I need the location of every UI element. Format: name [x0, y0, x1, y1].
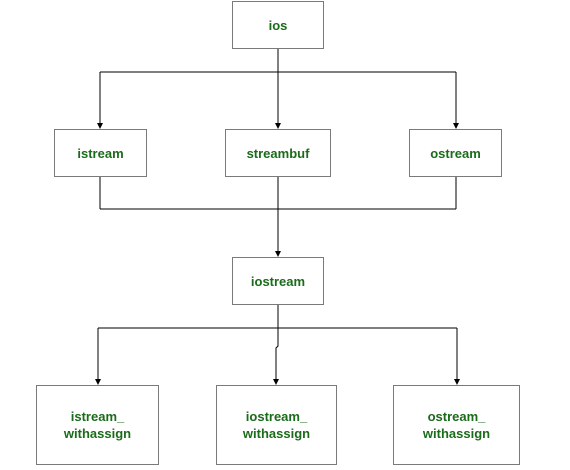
edge-to-iostream-withassign	[273, 328, 279, 385]
node-iostream: iostream	[232, 257, 324, 305]
node-ostream-withassign: ostream_ withassign	[393, 385, 520, 465]
node-streambuf: streambuf	[225, 129, 331, 177]
node-ostream: ostream	[409, 129, 502, 177]
node-ios: ios	[232, 1, 324, 49]
node-istream-withassign: istream_ withassign	[36, 385, 159, 465]
node-istream: istream	[54, 129, 147, 177]
node-iostream-withassign: iostream_ withassign	[216, 385, 337, 465]
